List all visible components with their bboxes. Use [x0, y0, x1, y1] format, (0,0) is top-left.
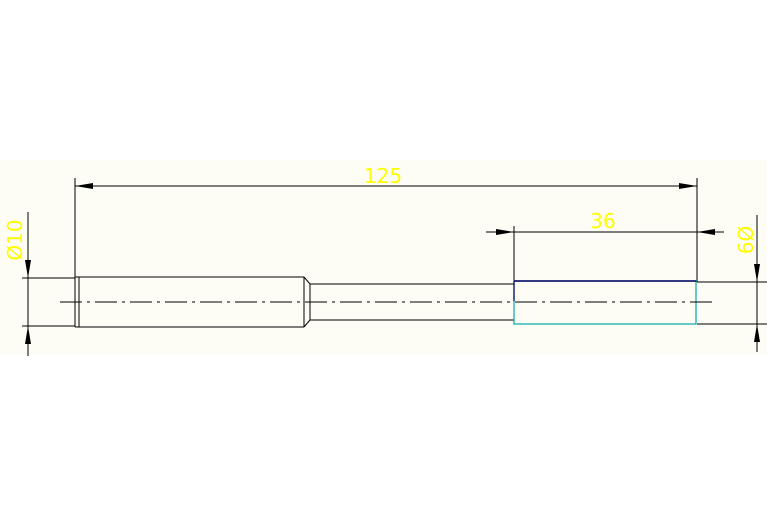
left-diameter-dimension — [22, 212, 75, 356]
shoulder-chamfer-top — [303, 276, 311, 285]
arrowhead-section-left — [496, 229, 514, 235]
overall-length-label: 125 — [364, 164, 402, 188]
arrowhead-left-diameter-top — [25, 260, 31, 278]
right-diameter-dimension — [697, 215, 767, 352]
shoulder-chamfer-bottom — [303, 319, 311, 328]
shaft-outline — [74, 276, 514, 328]
arrowhead-left-diameter-bottom — [25, 326, 31, 344]
arrowhead-section-right — [697, 229, 715, 235]
arrowhead-left — [75, 183, 93, 189]
arrowhead-right — [679, 183, 697, 189]
left-diameter-label: Ø10 — [3, 219, 27, 260]
drawing-area — [0, 160, 767, 355]
right-diameter-label: Ø9 — [733, 226, 757, 254]
arrowhead-right-diameter-top — [754, 264, 760, 282]
section-length-label: 36 — [590, 209, 615, 233]
arrowhead-right-diameter-bottom — [754, 324, 760, 342]
section-length-dimension — [486, 226, 724, 282]
overall-length-dimension — [74, 178, 698, 282]
